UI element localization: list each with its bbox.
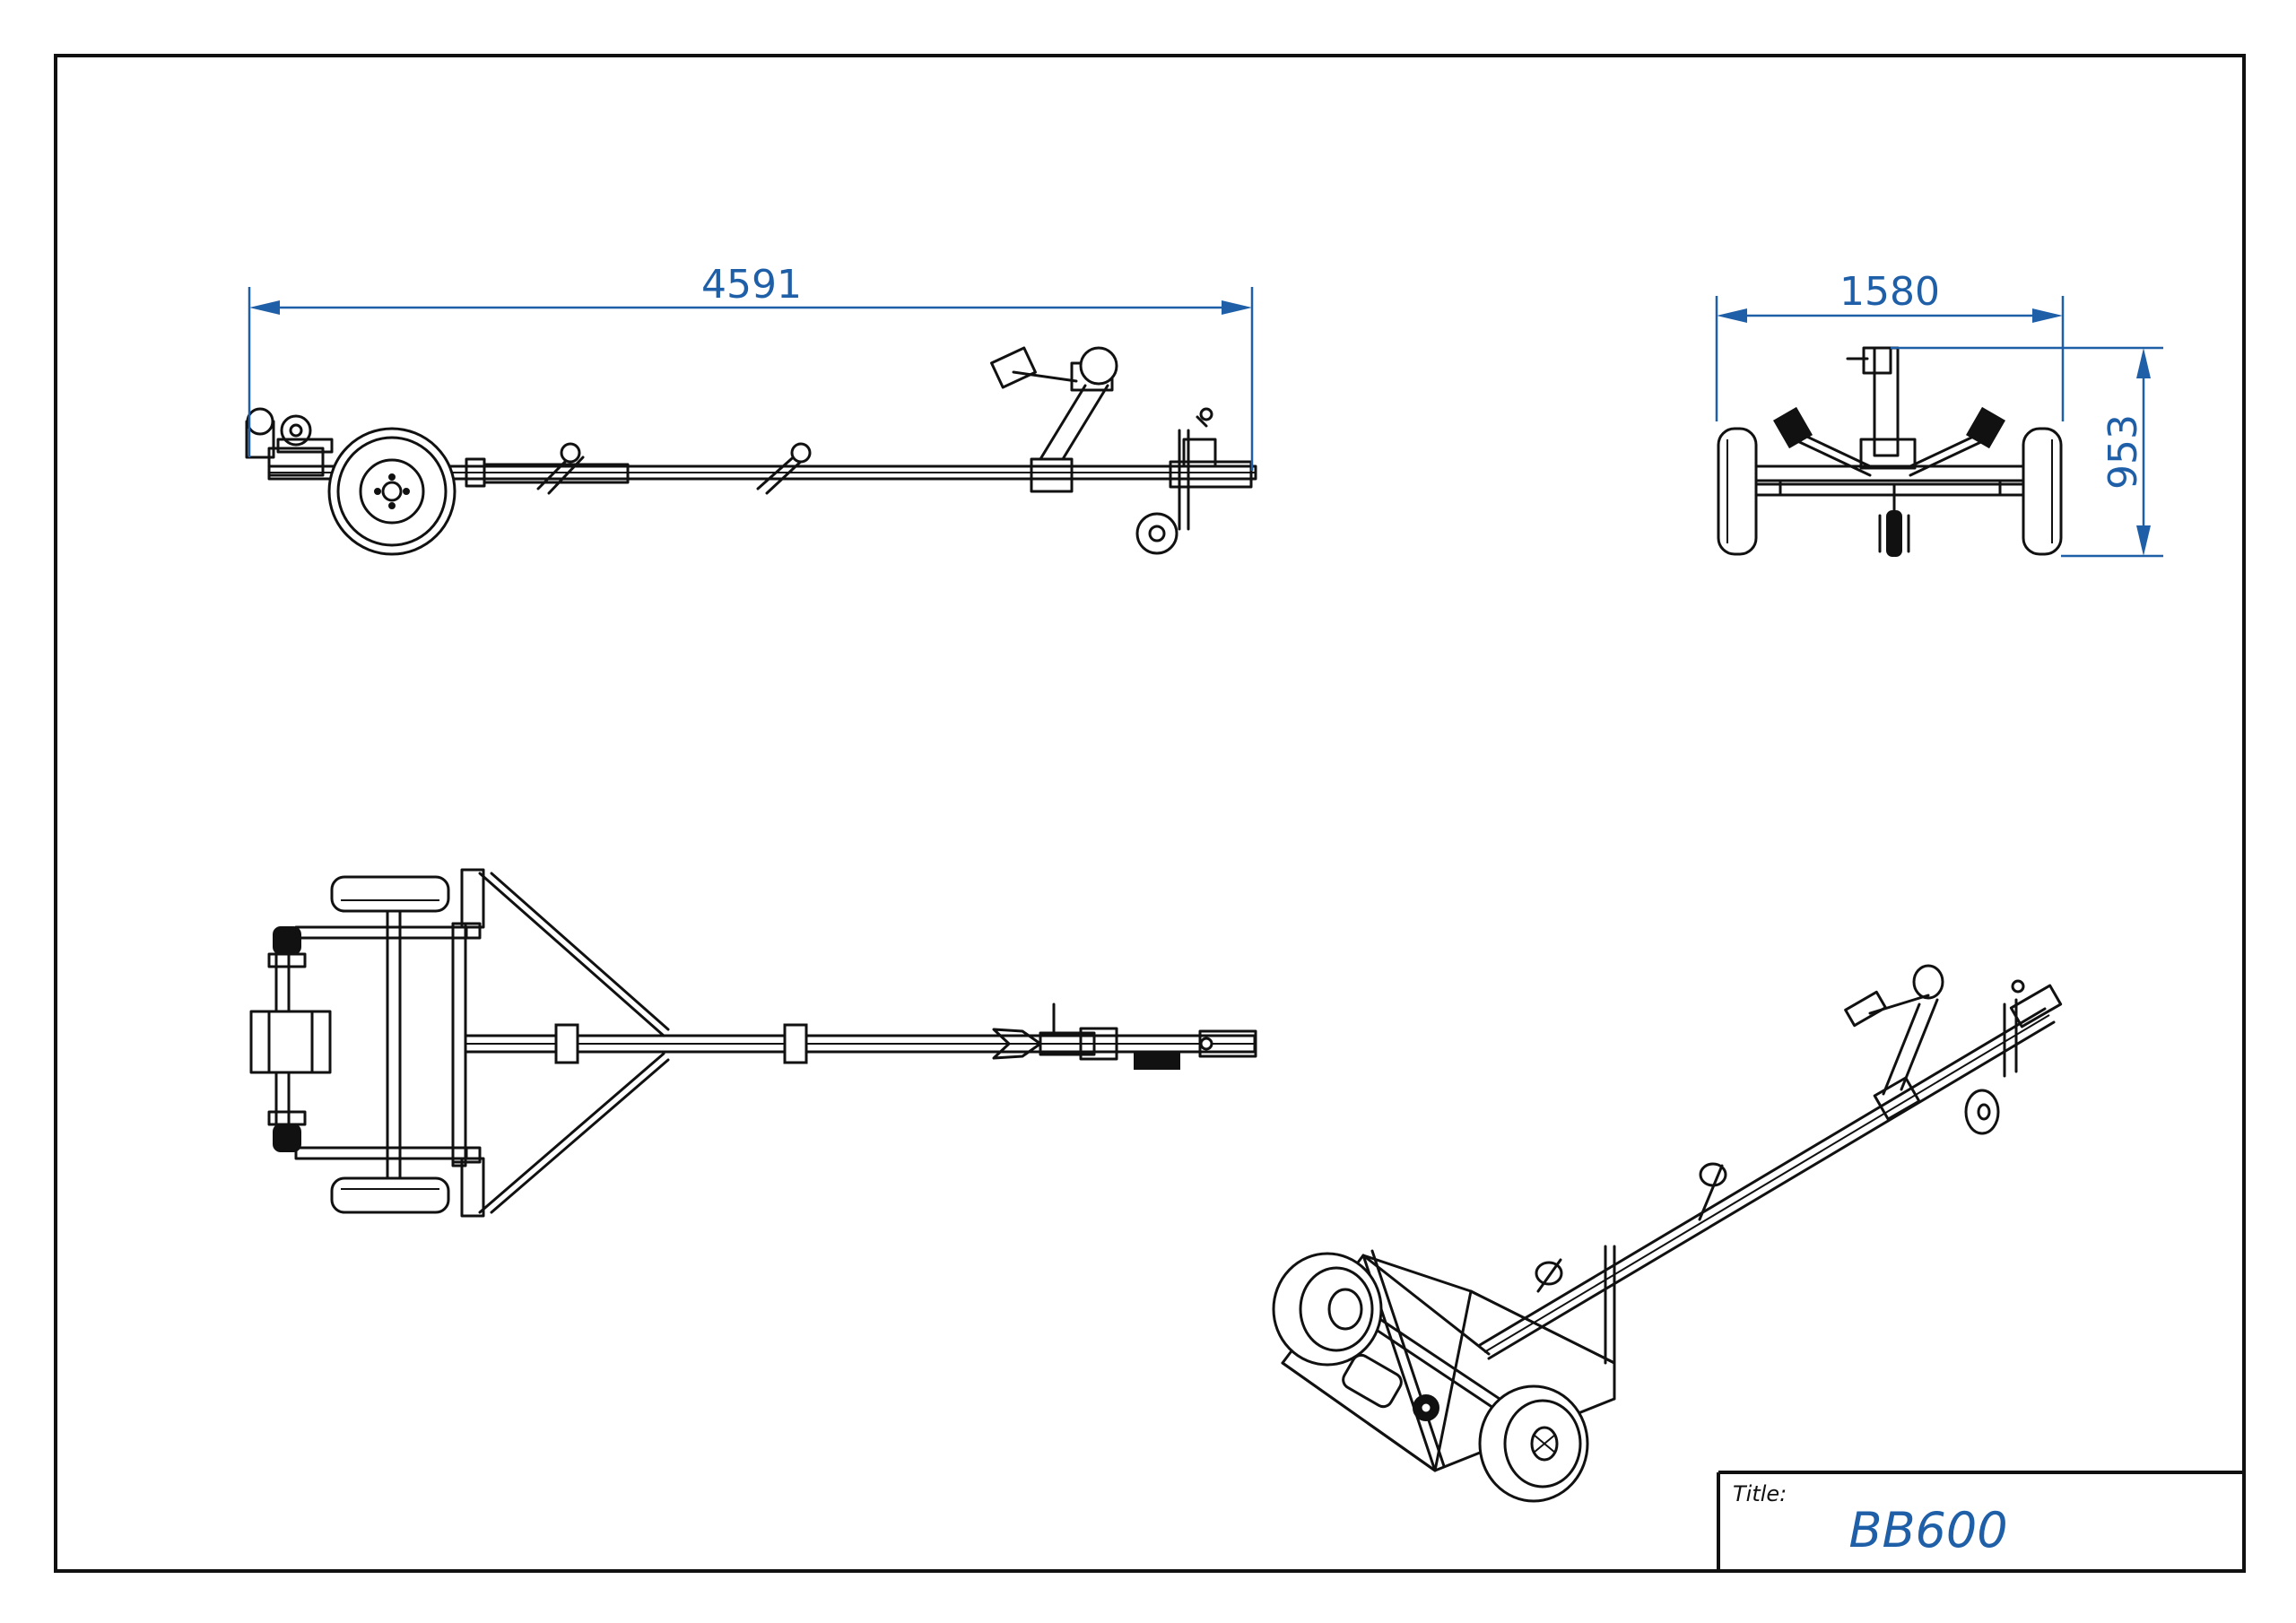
dimension-height: 953 — [1891, 346, 2163, 558]
iso-wheel-left — [1272, 1252, 1383, 1367]
isometric-view — [1272, 964, 2063, 1503]
dimension-height-label: 953 — [2100, 414, 2146, 490]
side-view — [245, 346, 1257, 556]
top-wheel-lower — [330, 1176, 450, 1214]
front-wheel-right — [2022, 427, 2063, 556]
front-wheel-left — [1717, 427, 1758, 556]
dimension-length: 4591 — [248, 262, 1254, 471]
dimension-width: 1580 — [1715, 269, 2065, 421]
dimension-width-label: 1580 — [1839, 269, 1940, 315]
side-jockey-wheel — [1135, 512, 1178, 555]
front-view — [1717, 346, 2063, 557]
side-wheel — [327, 427, 457, 556]
top-wheel-upper — [330, 875, 450, 913]
sheet-border — [54, 54, 2246, 1573]
top-view — [249, 868, 1257, 1218]
dimension-length-label: 4591 — [701, 262, 802, 308]
title-block: Title: BB600 — [1717, 1471, 2244, 1571]
iso-wheel-right — [1478, 1384, 1589, 1503]
title-label: Title: — [1733, 1481, 1787, 1506]
drawing-title: BB600 — [1848, 1502, 2007, 1558]
iso-jockey-wheel — [1964, 1089, 2000, 1135]
